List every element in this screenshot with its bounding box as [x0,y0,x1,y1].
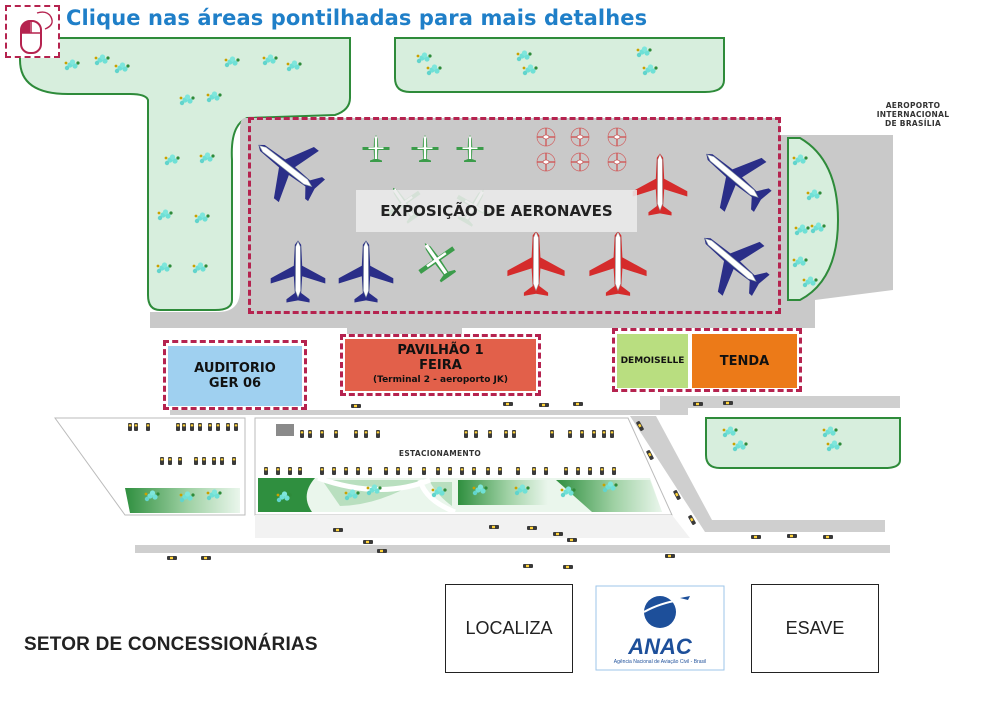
road-inner [255,515,690,538]
exhibition-hotspot[interactable] [248,117,781,314]
localiza-button[interactable]: LOCALIZA [445,584,573,673]
anac-button[interactable]: ANAC Agência Nacional de Aviação Civil -… [596,586,724,670]
demoiselle-tenda-hotspot[interactable] [612,328,802,392]
parking-label: ESTACIONAMENTO [398,449,482,458]
exhibition-label: EXPOSIÇÃO DE AERONAVES [356,190,637,232]
anac-subtitle: Agência Nacional de Aviação Civil - Bras… [613,659,707,665]
auditorio-hotspot[interactable] [163,340,307,410]
parking-building [276,424,294,436]
auditorio-line1: AUDITORIO [194,361,276,376]
green-area-north [394,37,725,93]
road-connector [347,328,462,334]
esave-button[interactable]: ESAVE [751,584,879,673]
pavilhao-line2: FEIRA [419,357,462,373]
road-diagonal [630,416,885,532]
green-area-east [705,417,901,469]
instruction-title: Clique nas áreas pontilhadas para mais d… [66,6,648,30]
auditorio-block: AUDITORIO GER 06 [168,346,302,406]
anac-logo-text: ANAC [628,634,692,659]
pavilhao-line1: PAVILHÃO 1 [397,342,484,358]
auditorio-line2: GER 06 [208,376,262,391]
road-upper [170,396,900,415]
pavilhao-hotspot[interactable] [340,334,541,396]
airport-label-line1: AEROPORTO INTERNACIONAL [876,101,950,119]
pavilhao-block: PAVILHÃO 1 FEIRA (Terminal 2 - aeroporto… [345,339,536,391]
sector-label: SETOR DE CONCESSIONÁRIAS [24,634,318,655]
airport-label-line2: DE BRASÍLIA [884,119,942,128]
road-lower [135,545,890,553]
anac-logo [595,585,725,671]
mouse-icon [20,11,53,54]
pavilhao-line3: (Terminal 2 - aeroporto JK) [373,374,508,385]
demoiselle-block: DEMOISELLE [617,334,688,388]
green-area-northwest [19,37,351,311]
mouse-icon-box [5,5,60,58]
airport-label: AEROPORTO INTERNACIONAL DE BRASÍLIA [858,101,968,128]
tenda-block: TENDA [692,334,797,388]
